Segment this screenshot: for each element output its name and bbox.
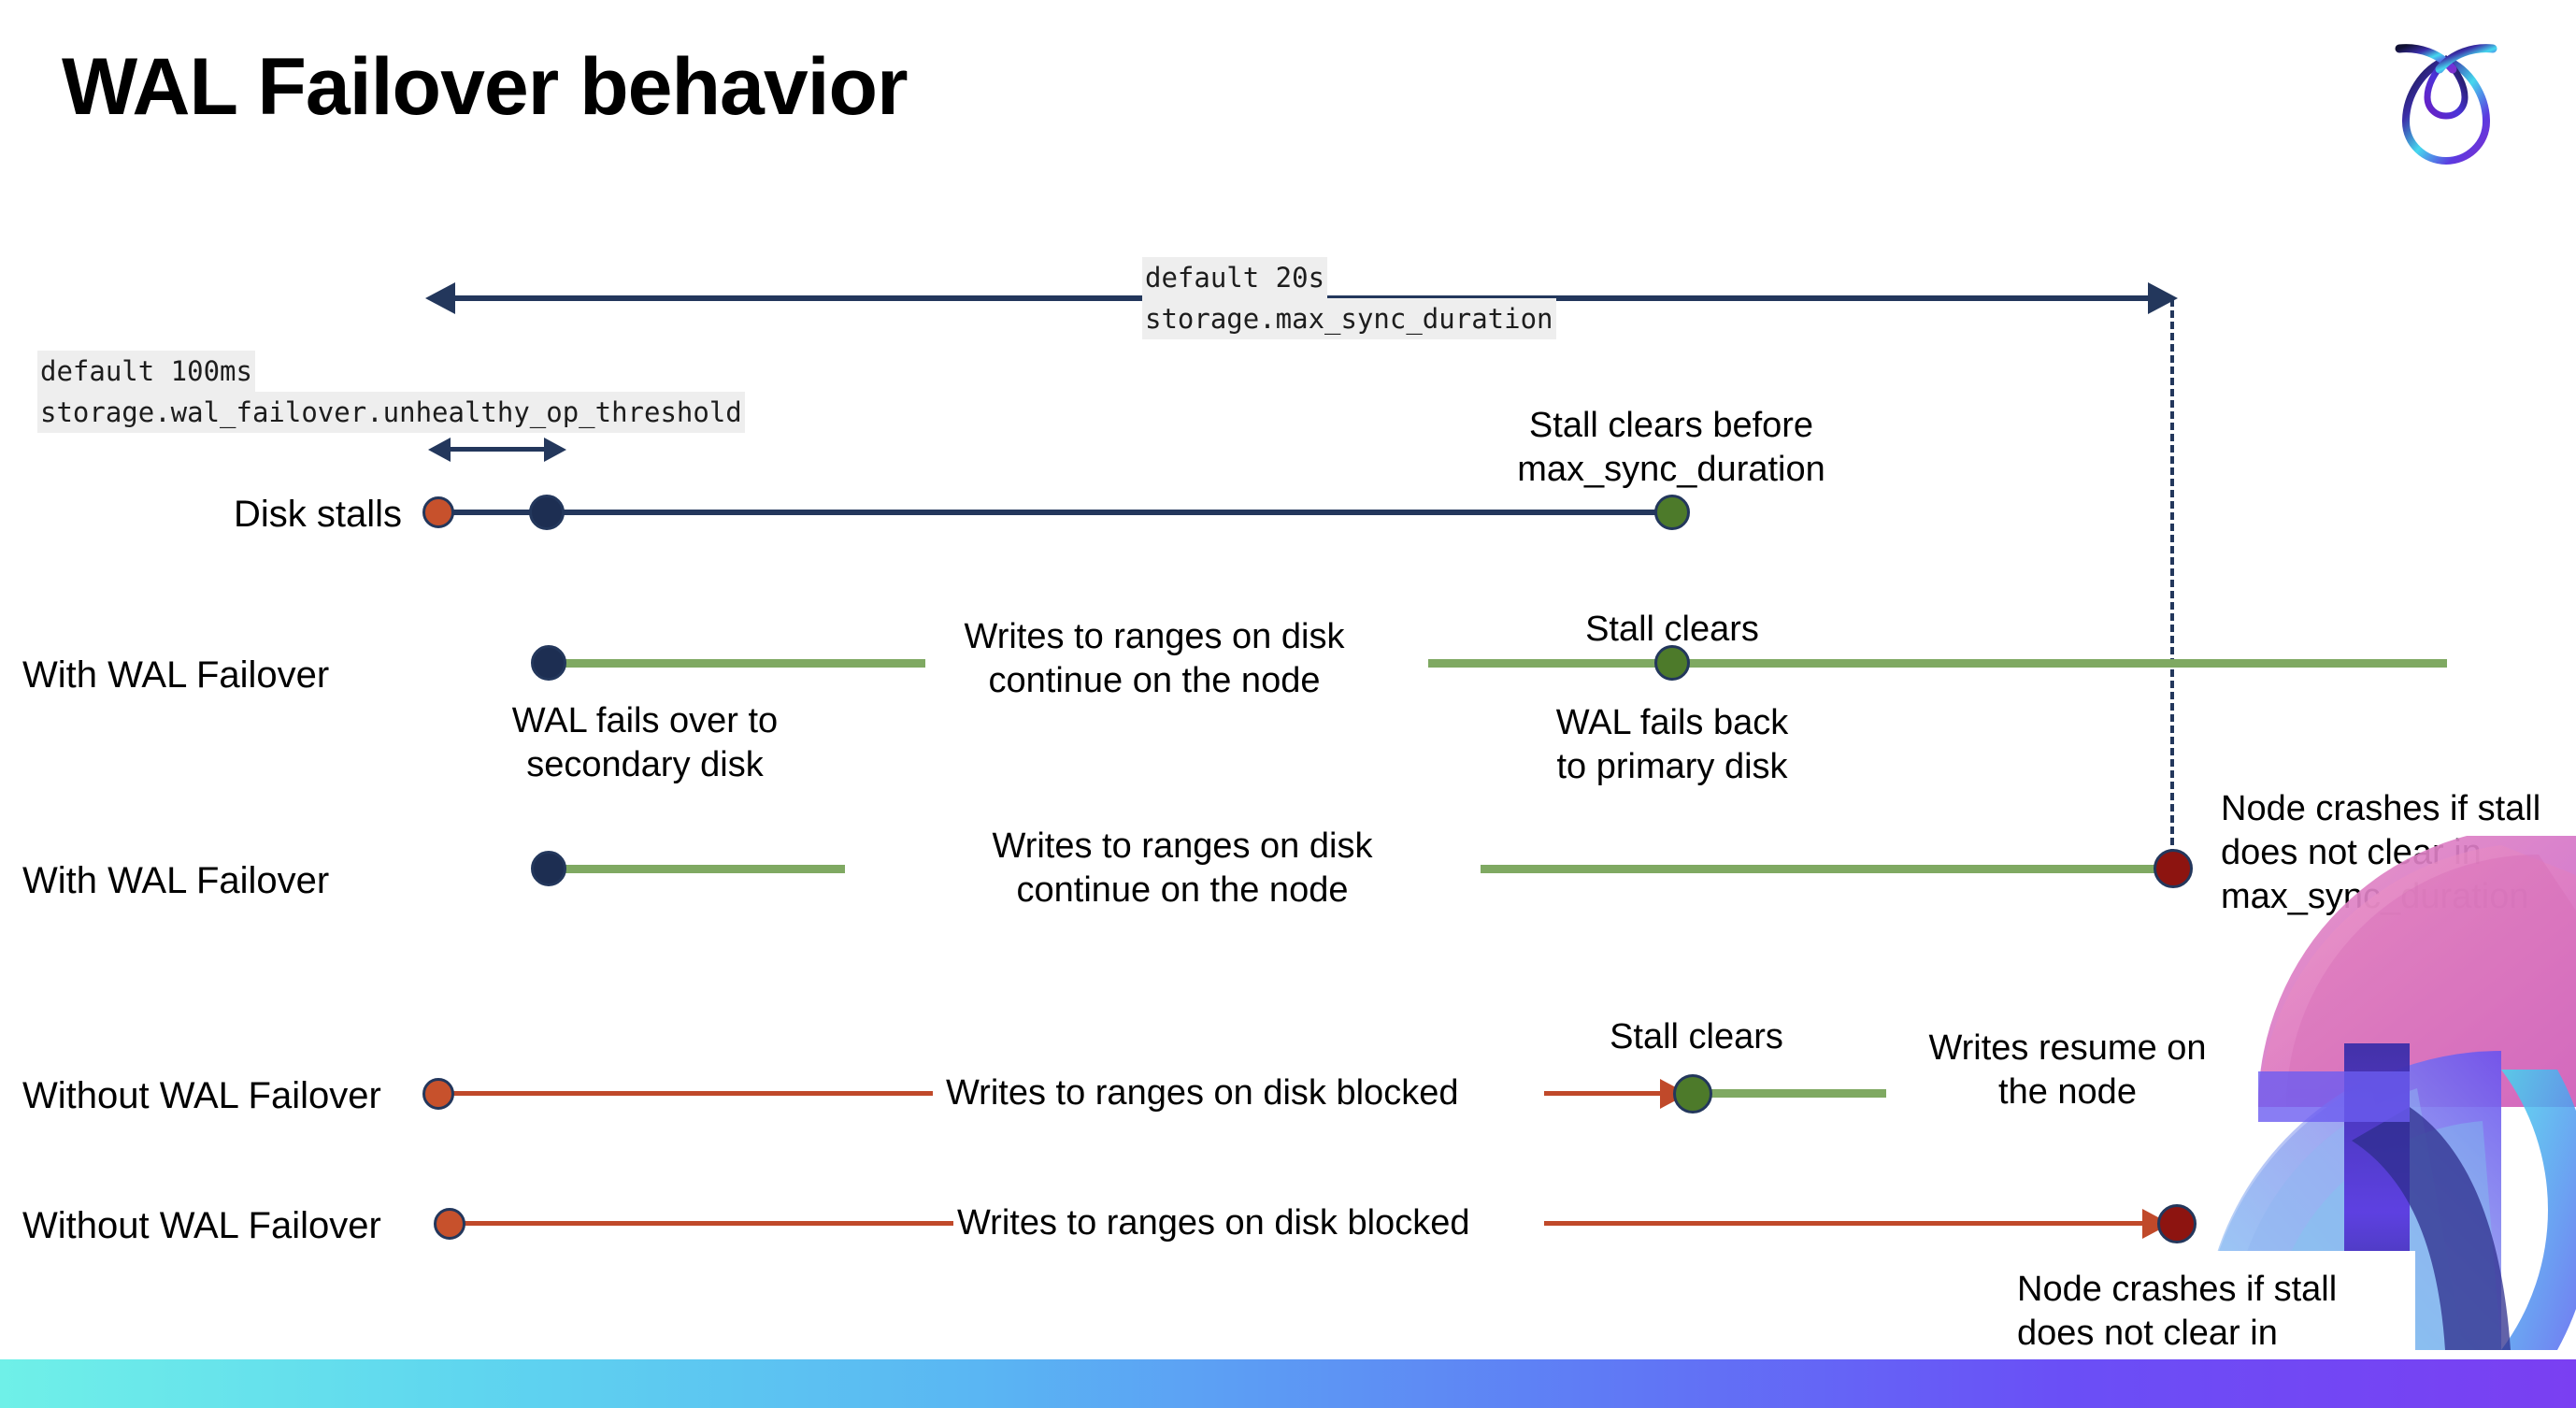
without-wal-1-green-segment-far [2288,1089,2451,1098]
row-label-with-wal-failover-2: With WAL Failover [22,860,330,901]
max-sync-arrow-left-head [425,282,455,314]
wal-failover-1-annotation-stall-clears: Stall clears [1585,610,1759,649]
without-wal-1-annotation-writes-resume: Writes resume on the node [1928,1028,2207,1113]
without-wal-2-crash-dot [2157,1204,2197,1243]
page-title: WAL Failover behavior [62,42,909,132]
unhealthy-setting-text: storage.wal_failover.unhealthy_op_thresh… [37,392,745,434]
unhealthy-op-threshold-label: default 100ms storage.wal_failover.unhea… [37,351,745,434]
without-wal-1-start-dot [422,1078,454,1110]
row-label-without-wal-failover-2: Without WAL Failover [22,1205,381,1246]
wal-failover-2-green-segment-b [1481,865,2176,873]
threshold-arrow-right-head [544,438,566,462]
wal-failover-2-annotation-node-crashes: Node crashes if stall does not clear in … [2221,789,2541,917]
wal-failover-2-green-segment-a [548,865,845,873]
without-wal-1-red-segment-a [447,1091,933,1096]
without-wal-1-clear-dot [1673,1074,1712,1113]
wal-failover-2-crash-dot [2154,849,2193,888]
wal-failover-1-green-segment-a [548,659,925,668]
without-wal-1-green-segment [1686,1089,1886,1098]
row-label-disk-stalls: Disk stalls [233,494,402,535]
wal-failover-2-failover-dot [531,851,566,886]
without-wal-2-annotation-writes-blocked: Writes to ranges on disk blocked [957,1203,1470,1243]
wal-failover-1-green-segment-b [1428,659,2447,668]
row-label-without-wal-failover-1: Without WAL Failover [22,1075,381,1116]
bottom-gradient-bar [0,1359,2576,1408]
without-wal-1-red-segment-b [1544,1091,1666,1096]
max-sync-duration-label: default 20s storage.max_sync_duration [1142,257,1556,340]
max-sync-default-text: default 20s [1142,257,1328,299]
max-sync-dashed-dropline [2170,299,2174,879]
wal-failover-1-annotation-fails-back: WAL fails back to primary disk [1555,703,1789,787]
without-wal-1-annotation-writes-blocked: Writes to ranges on disk blocked [946,1073,1459,1113]
wal-failover-1-clear-dot [1654,645,1690,681]
cockroachdb-logo [2385,28,2507,168]
wal-failover-1-annotation-writes-continue: Writes to ranges on disk continue on the… [964,617,1345,701]
wal-failover-1-failover-dot [531,645,566,681]
threshold-arrow-left-head [428,438,451,462]
disk-stalls-clear-dot [1654,495,1690,530]
wal-failover-1-annotation-fails-over: WAL fails over to secondary disk [511,701,779,785]
disk-stalls-timeline [439,510,1675,515]
threshold-span-line [449,447,546,452]
without-wal-1-annotation-stall-clears: Stall clears [1610,1017,1783,1056]
disk-stalls-annotation-stall-clears-before: Stall clears before max_sync_duration [1517,406,1825,490]
without-wal-2-red-segment-a [456,1221,953,1226]
row-label-with-wal-failover-1: With WAL Failover [22,654,330,696]
disk-stalls-failover-dot [529,495,565,530]
unhealthy-default-text: default 100ms [37,351,255,393]
without-wal-2-start-dot [434,1208,465,1240]
max-sync-setting-text: storage.max_sync_duration [1142,298,1556,340]
without-wal-2-red-segment-b [1544,1221,2161,1226]
wal-failover-2-annotation-writes-continue: Writes to ranges on disk continue on the… [992,826,1373,911]
disk-stalls-start-dot [422,496,454,528]
